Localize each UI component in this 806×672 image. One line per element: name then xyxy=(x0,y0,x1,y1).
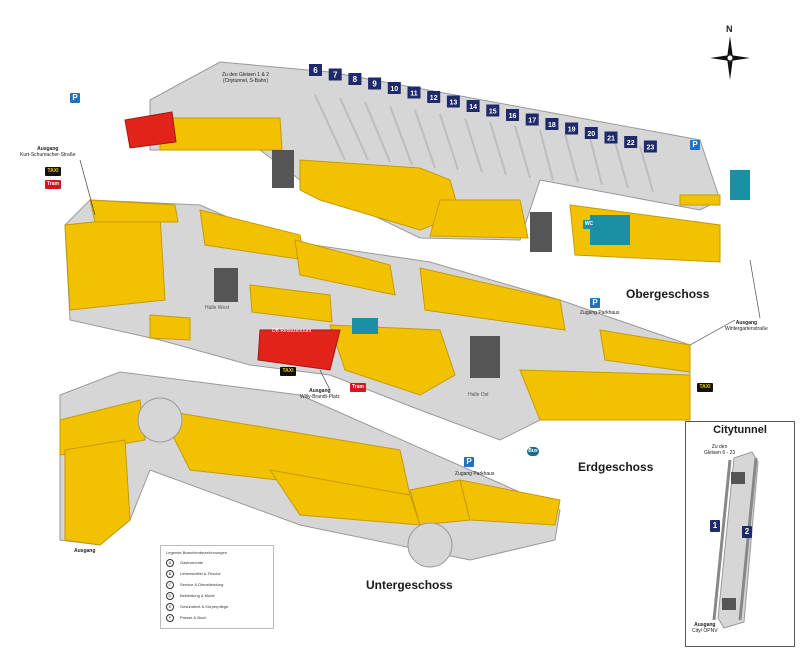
note-to-tracks-1-2: Zu den Gleisen 1 & 2 (Citytunnel, S-Bahn… xyxy=(222,72,269,84)
track-sign-7: 7 xyxy=(328,68,342,81)
citytunnel-platform xyxy=(712,451,759,629)
tram-sign-left: Tram xyxy=(45,180,61,189)
track-sign-22: 22 xyxy=(624,136,638,148)
citytunnel-inset: Citytunnel Zu den Gleisen 6 - 23 1 2 Aus… xyxy=(685,421,795,647)
track-sign-label: 14 xyxy=(469,104,477,111)
ground-shops xyxy=(64,199,691,421)
track-sign-label: 9 xyxy=(372,80,377,89)
db-reisezentrum-label: DB Reisezentrum xyxy=(272,328,312,334)
parking-ground-label: Zugang Parkhaus xyxy=(455,471,495,477)
parking-icon-upper: P xyxy=(590,298,600,308)
callout-lines xyxy=(79,159,761,391)
wc-icon: WC xyxy=(583,220,595,229)
track-sign-19: 19 xyxy=(565,122,579,135)
citytunnel-exit: Ausgang City/ ÖPNV xyxy=(692,622,718,634)
exit-wintergarten: Ausgang Wintergartenstraße xyxy=(725,320,768,332)
lower-floor xyxy=(59,371,561,568)
citytunnel-title: Citytunnel xyxy=(713,424,767,436)
track-sign-17: 17 xyxy=(525,113,539,126)
track-sign-label: 11 xyxy=(410,91,418,98)
track-sign-23: 23 xyxy=(643,140,657,153)
citytunnel-track-2: 2 xyxy=(742,526,752,538)
track-sign-12: 12 xyxy=(427,91,441,103)
exit-lower: Ausgang xyxy=(74,548,96,554)
taxi-sign-right: TAXI xyxy=(697,383,713,392)
track-sign-6: 6 xyxy=(309,64,322,76)
track-signs: 6 7 8 9 10 11 12 13 14 15 16 17 18 19 20 21 22 23 xyxy=(309,64,657,153)
citytunnel-to-tracks: Zu den Gleisen 6 - 23 xyxy=(704,444,736,456)
track-sign-label: 22 xyxy=(627,140,635,147)
upper-stairs xyxy=(272,150,552,252)
track-sign-18: 18 xyxy=(545,118,559,130)
bus-stop-sign: Bus xyxy=(527,447,539,456)
exit-willy-brandt: Ausgang Willy-Brandt-Platz xyxy=(300,388,340,400)
parking-icon-upper-right: P xyxy=(690,140,700,150)
floor-label-lower: Untergeschoss xyxy=(366,578,453,592)
floor-label-ground: Erdgeschoss xyxy=(578,460,654,474)
track-sign-8: 8 xyxy=(348,73,362,85)
taxi-sign-center: TAXI xyxy=(280,367,296,376)
track-sign-15: 15 xyxy=(486,104,500,117)
platform-stripes xyxy=(314,94,654,193)
ground-floor xyxy=(64,199,691,441)
track-sign-label: 12 xyxy=(430,95,438,102)
track-sign-label: 23 xyxy=(647,145,655,152)
track-sign-label: 10 xyxy=(390,86,398,93)
taxi-sign-left: TAXI xyxy=(45,167,61,176)
track-sign-10: 10 xyxy=(387,82,401,94)
floor-label-upper: Obergeschoss xyxy=(626,287,710,301)
track-sign-9: 9 xyxy=(368,77,382,90)
track-sign-14: 14 xyxy=(466,100,480,112)
track-sign-label: 8 xyxy=(353,75,358,84)
citytunnel-track-1: 1 xyxy=(710,520,720,532)
compass-north-label: N xyxy=(726,24,733,34)
track-sign-13: 13 xyxy=(446,95,460,108)
hall-west-label: Halle West xyxy=(205,305,230,311)
track-sign-21: 21 xyxy=(604,131,618,144)
legend-title: Legende Branchenbezeichnungen xyxy=(166,550,227,555)
parking-icon-left: P xyxy=(70,93,80,103)
exit-kurt-schumacher: Ausgang Kurt-Schumacher-Straße xyxy=(20,146,76,158)
upper-floor xyxy=(124,61,750,263)
track-sign-label: 17 xyxy=(528,118,536,125)
track-sign-label: 6 xyxy=(313,66,318,75)
track-sign-label: 13 xyxy=(450,100,458,107)
track-sign-label: 21 xyxy=(607,136,615,143)
track-sign-label: 7 xyxy=(333,71,338,80)
ground-stairs xyxy=(214,268,500,378)
tram-sign-center: Tram xyxy=(350,383,366,392)
track-sign-label: 16 xyxy=(509,113,517,120)
upper-shops xyxy=(124,111,750,263)
track-sign-16: 16 xyxy=(506,109,519,121)
compass-rose-icon xyxy=(710,36,750,80)
hall-east-label: Halle Ost xyxy=(468,392,489,398)
lower-shops xyxy=(59,397,561,568)
track-sign-label: 15 xyxy=(489,109,497,116)
parking-icon-ground: P xyxy=(464,457,474,467)
track-sign-20: 20 xyxy=(584,127,598,139)
compass: N xyxy=(706,24,754,84)
track-sign-label: 20 xyxy=(587,131,595,138)
parking-upper-label: Zugang Parkhaus xyxy=(580,310,620,316)
track-sign-11: 11 xyxy=(407,86,421,99)
track-sign-label: 19 xyxy=(568,127,576,134)
track-sign-label: 18 xyxy=(548,122,556,129)
